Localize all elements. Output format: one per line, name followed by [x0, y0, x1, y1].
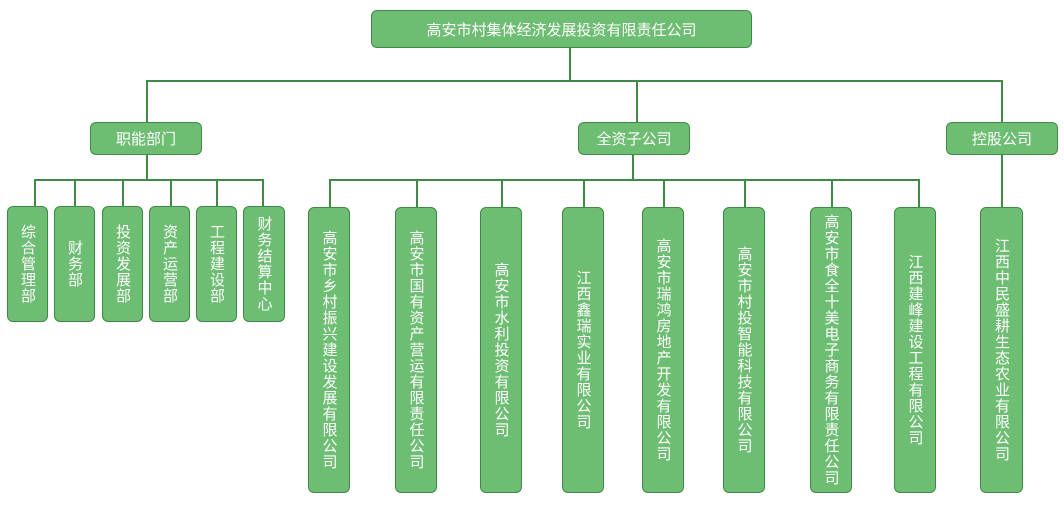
- connector-to-departments: [146, 80, 148, 122]
- wholly-owned-box: 全资子公司: [578, 122, 690, 155]
- department-label: 财务结算中心: [255, 216, 274, 312]
- connector-level1-bar: [146, 80, 1002, 82]
- department-box: 投资发展部: [102, 206, 143, 322]
- connector-wholly-owned-down: [632, 155, 634, 179]
- connector-departments-down: [146, 155, 148, 179]
- subsidiary-label: 高安市瑞鸿房地产开发有限公司: [654, 238, 673, 462]
- departments-box: 职能部门: [90, 122, 202, 155]
- department-label: 资产运营部: [161, 224, 179, 304]
- connector-dept-2: [74, 179, 76, 206]
- connector-sub-8: [918, 179, 920, 207]
- holding-company-label: 江西中民盛耕生态农业有限公司: [993, 238, 1011, 462]
- connector-dept-6: [262, 179, 264, 206]
- connector-departments-bar: [34, 179, 262, 181]
- subsidiary-box: 江西建峰建设工程有限公司: [894, 207, 936, 493]
- holding-company-box: 江西中民盛耕生态农业有限公司: [980, 207, 1023, 493]
- connector-sub-7: [831, 179, 833, 207]
- departments-label: 职能部门: [115, 130, 176, 148]
- connector-sub-3: [501, 179, 503, 207]
- subsidiary-box: 高安市水利投资有限公司: [480, 207, 522, 493]
- subsidiary-label: 江西建峰建设工程有限公司: [906, 254, 925, 446]
- subsidiary-box: 高安市食全十美电子商务有限责任公司: [810, 207, 852, 493]
- department-box: 财务结算中心: [243, 206, 285, 322]
- subsidiary-box: 高安市国有资产营运有限责任公司: [395, 207, 437, 493]
- subsidiary-box: 高安市乡村振兴建设发展有限公司: [308, 207, 350, 493]
- subsidiary-box: 高安市瑞鸿房地产开发有限公司: [642, 207, 684, 493]
- connector-to-wholly-owned: [636, 80, 638, 122]
- department-label: 工程建设部: [208, 224, 226, 304]
- department-label: 投资发展部: [114, 224, 132, 304]
- subsidiary-box: 江西鑫瑞实业有限公司: [562, 207, 604, 493]
- department-box: 综合管理部: [7, 206, 48, 322]
- connector-wholly-owned-bar: [329, 179, 919, 181]
- subsidiary-label: 高安市水利投资有限公司: [492, 262, 511, 438]
- subsidiary-box: 高安市村投智能科技有限公司: [723, 207, 765, 493]
- holding-box: 控股公司: [946, 122, 1058, 155]
- subsidiary-label: 高安市村投智能科技有限公司: [735, 246, 754, 454]
- connector-sub-4: [583, 179, 585, 207]
- connector-sub-5: [663, 179, 665, 207]
- department-label: 综合管理部: [19, 224, 37, 304]
- subsidiary-label: 高安市乡村振兴建设发展有限公司: [320, 230, 339, 470]
- subsidiary-label: 高安市国有资产营运有限责任公司: [407, 230, 426, 470]
- connector-dept-3: [122, 179, 124, 206]
- department-box: 财务部: [54, 206, 95, 322]
- department-box: 工程建设部: [196, 206, 237, 322]
- connector-root-down: [569, 48, 571, 80]
- connector-holding-down: [1001, 155, 1003, 207]
- department-label: 财务部: [66, 240, 84, 288]
- holding-label: 控股公司: [971, 130, 1032, 148]
- subsidiary-label: 高安市食全十美电子商务有限责任公司: [822, 214, 841, 486]
- connector-sub-1: [329, 179, 331, 207]
- connector-dept-1: [34, 179, 36, 206]
- subsidiary-label: 江西鑫瑞实业有限公司: [574, 270, 593, 430]
- connector-dept-5: [216, 179, 218, 206]
- root-company-label: 高安市村集体经济发展投资有限责任公司: [426, 20, 697, 39]
- connector-sub-2: [416, 179, 418, 207]
- connector-dept-4: [170, 179, 172, 206]
- connector-sub-6: [744, 179, 746, 207]
- connector-to-holding: [1001, 80, 1003, 122]
- root-company-box: 高安市村集体经济发展投资有限责任公司: [371, 10, 752, 48]
- department-box: 资产运营部: [149, 206, 190, 322]
- wholly-owned-label: 全资子公司: [596, 130, 672, 148]
